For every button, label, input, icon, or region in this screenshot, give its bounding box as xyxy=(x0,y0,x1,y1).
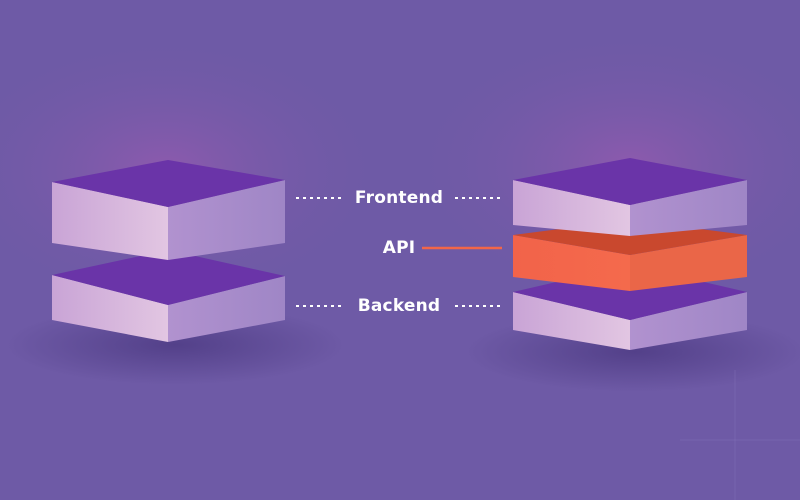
left-block-bottom xyxy=(52,250,285,342)
right-stack xyxy=(513,158,747,350)
left-block-top xyxy=(52,160,285,260)
background-grid xyxy=(680,370,800,500)
right-block-api-front xyxy=(513,235,630,291)
right-block-api-side xyxy=(630,235,747,291)
right-block-frontend-side xyxy=(630,180,747,236)
right-block-frontend xyxy=(513,158,747,236)
right-block-frontend-front xyxy=(513,180,630,236)
right-block-backend-front xyxy=(513,292,630,350)
frontend-label: Frontend xyxy=(354,188,444,208)
left-block-bottom-side xyxy=(168,276,285,342)
backend-label: Backend xyxy=(357,296,441,316)
right-block-frontend-top xyxy=(513,158,747,205)
left-block-top-top xyxy=(52,160,285,207)
left-block-top-side xyxy=(168,180,285,260)
left-block-bottom-front xyxy=(52,275,168,342)
api-label: API xyxy=(382,238,416,258)
right-block-backend-side xyxy=(630,292,747,350)
left-block-top-front xyxy=(52,182,168,260)
left-block-bottom-top xyxy=(52,250,285,305)
left-stack xyxy=(52,160,285,342)
